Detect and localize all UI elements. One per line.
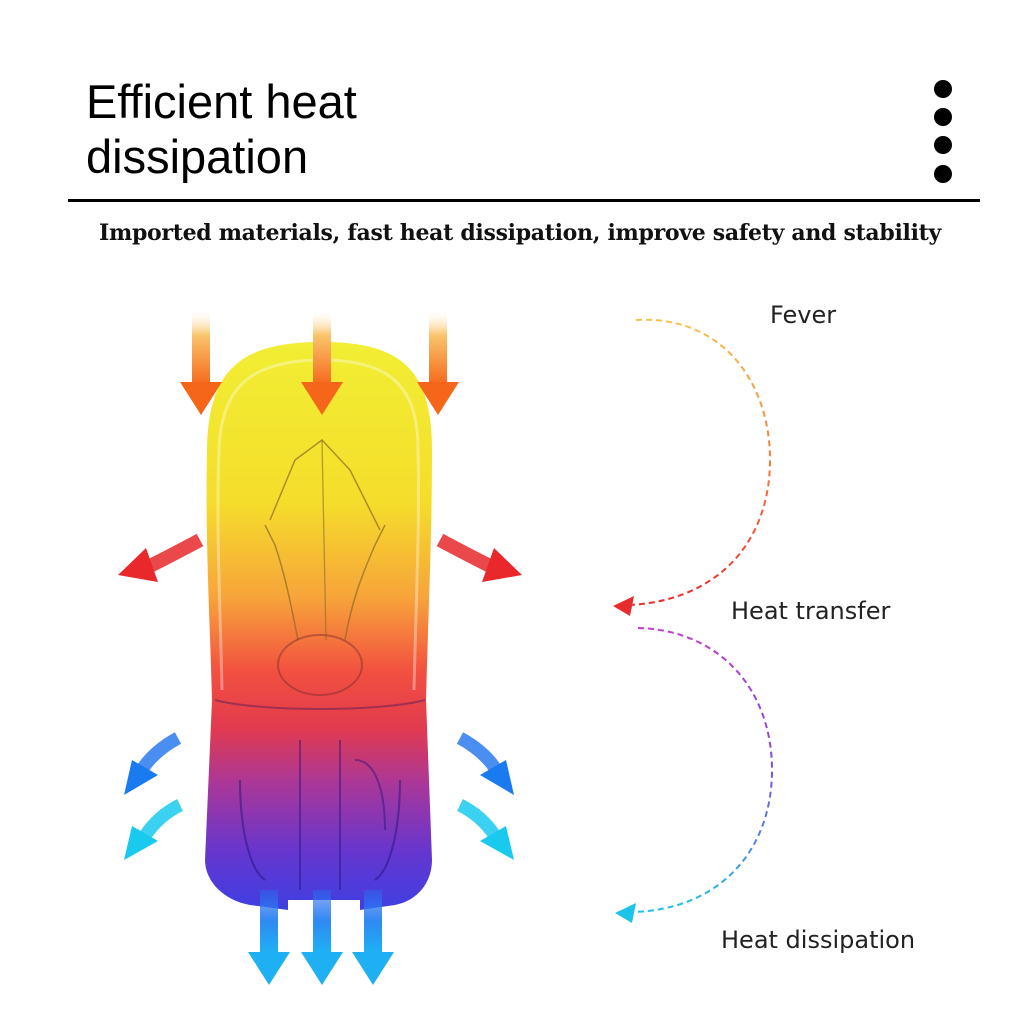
heat-out-arrow-red-right	[436, 533, 522, 582]
heat-out-arrow-cyan-left-lower	[124, 799, 184, 860]
bulb-icon	[205, 342, 432, 910]
fever-to-transfer-arc	[613, 318, 772, 616]
label-fever: Fever	[770, 301, 837, 329]
heat-out-arrow-blue-left-upper	[124, 732, 182, 795]
page-title: Efficient heat dissipation	[86, 74, 606, 184]
heat-out-arrow-bottom-right	[352, 890, 394, 985]
transfer-to-dissipation-arc	[615, 627, 774, 923]
heat-out-arrow-bottom-center	[301, 890, 343, 985]
title-line-2: dissipation	[86, 130, 309, 183]
dot	[934, 136, 952, 154]
heat-out-arrow-bottom-left	[248, 890, 290, 985]
dot	[934, 80, 952, 98]
heat-in-arrow-left	[180, 308, 222, 415]
heat-out-arrow-red-left	[118, 533, 204, 582]
heat-in-arrow-right	[417, 308, 459, 415]
title-line-1: Efficient heat	[86, 75, 357, 128]
header-divider	[68, 199, 980, 202]
dot	[934, 108, 952, 126]
label-heat-transfer: Heat transfer	[731, 597, 891, 625]
heat-out-arrow-blue-right-upper	[456, 732, 514, 795]
vertical-dots-icon	[931, 80, 955, 190]
subtitle: Imported materials, fast heat dissipatio…	[98, 220, 941, 246]
label-heat-dissipation: Heat dissipation	[721, 926, 916, 954]
dot	[934, 165, 952, 183]
heat-out-arrow-cyan-right-lower	[456, 799, 514, 860]
heat-in-arrow-center	[301, 308, 343, 415]
